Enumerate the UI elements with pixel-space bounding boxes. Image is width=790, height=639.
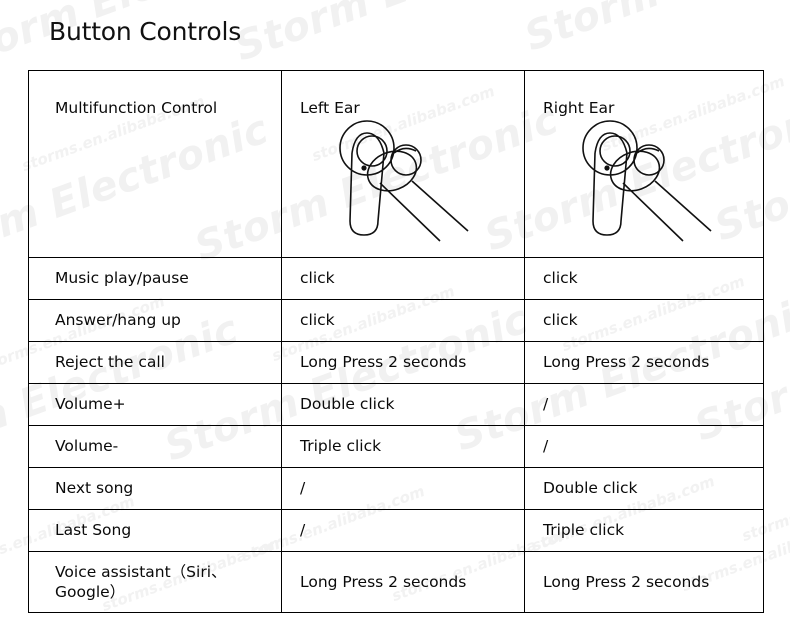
cell-left-ear: Double click bbox=[281, 383, 525, 426]
right-ear-action: / bbox=[543, 437, 549, 456]
function-label: Volume- bbox=[55, 437, 119, 456]
left-ear-action: / bbox=[300, 479, 306, 498]
earbud-touch-illustration bbox=[563, 113, 723, 253]
left-ear-action: / bbox=[300, 521, 306, 540]
left-ear-action: Double click bbox=[300, 395, 395, 414]
function-label: Voice assistant（Siri、Google） bbox=[55, 562, 227, 601]
cell-left-ear: / bbox=[281, 509, 525, 552]
cell-left-ear: Long Press 2 seconds bbox=[281, 551, 525, 613]
function-label: Volume+ bbox=[55, 395, 126, 414]
function-label: Answer/hang up bbox=[55, 311, 181, 330]
cell-left-ear: Long Press 2 seconds bbox=[281, 341, 525, 384]
left-ear-action: Triple click bbox=[300, 437, 382, 456]
cell-left-ear: / bbox=[281, 467, 525, 510]
left-ear-action: Long Press 2 seconds bbox=[300, 572, 467, 591]
table-row: Volume+ Double click / bbox=[28, 383, 764, 426]
table-row: Music play/pause click click bbox=[28, 257, 764, 300]
right-ear-action: Triple click bbox=[543, 521, 625, 540]
right-ear-action: Double click bbox=[543, 479, 638, 498]
right-ear-action: click bbox=[543, 269, 578, 288]
cell-function: Answer/hang up bbox=[28, 299, 282, 342]
cell-function: Last Song bbox=[28, 509, 282, 552]
column-header-label: Right Ear bbox=[543, 99, 615, 117]
right-ear-action: / bbox=[543, 395, 549, 414]
earbud-touch-illustration bbox=[320, 113, 480, 253]
cell-function: Reject the call bbox=[28, 341, 282, 384]
right-ear-action: Long Press 2 seconds bbox=[543, 353, 710, 372]
table-row: Volume- Triple click / bbox=[28, 425, 764, 468]
cell-right-ear: / bbox=[524, 425, 764, 468]
cell-right-ear: Double click bbox=[524, 467, 764, 510]
cell-right-ear: click bbox=[524, 299, 764, 342]
header-cell-right-ear: Right Ear bbox=[524, 70, 764, 258]
cell-left-ear: click bbox=[281, 299, 525, 342]
cell-right-ear: / bbox=[524, 383, 764, 426]
table-row: Reject the call Long Press 2 seconds Lon… bbox=[28, 341, 764, 384]
cell-function: Voice assistant（Siri、Google） bbox=[28, 551, 282, 613]
function-label: Music play/pause bbox=[55, 269, 189, 288]
cell-right-ear: Long Press 2 seconds bbox=[524, 551, 764, 613]
cell-left-ear: click bbox=[281, 257, 525, 300]
right-ear-action: click bbox=[543, 311, 578, 330]
table-row: Last Song / Triple click bbox=[28, 509, 764, 552]
cell-function: Next song bbox=[28, 467, 282, 510]
cell-function: Music play/pause bbox=[28, 257, 282, 300]
cell-right-ear: Triple click bbox=[524, 509, 764, 552]
cell-right-ear: Long Press 2 seconds bbox=[524, 341, 764, 384]
header-cell-function: Multifunction Control bbox=[28, 70, 282, 258]
cell-right-ear: click bbox=[524, 257, 764, 300]
table-row: Next song / Double click bbox=[28, 467, 764, 510]
button-controls-table: Multifunction Control Left Ear bbox=[28, 70, 764, 613]
table-row: Voice assistant（Siri、Google） Long Press … bbox=[28, 551, 764, 613]
table-row: Answer/hang up click click bbox=[28, 299, 764, 342]
left-ear-action: click bbox=[300, 269, 335, 288]
page-title: Button Controls bbox=[49, 17, 242, 46]
left-ear-action: click bbox=[300, 311, 335, 330]
left-ear-action: Long Press 2 seconds bbox=[300, 353, 467, 372]
column-header-label: Multifunction Control bbox=[55, 99, 218, 117]
cell-function: Volume- bbox=[28, 425, 282, 468]
function-label: Next song bbox=[55, 479, 134, 498]
function-label: Reject the call bbox=[55, 353, 165, 372]
column-header-label: Left Ear bbox=[300, 99, 360, 117]
right-ear-action: Long Press 2 seconds bbox=[543, 572, 710, 591]
table-header-row: Multifunction Control Left Ear bbox=[28, 70, 764, 258]
header-cell-left-ear: Left Ear bbox=[281, 70, 525, 258]
function-label: Last Song bbox=[55, 521, 132, 540]
cell-function: Volume+ bbox=[28, 383, 282, 426]
cell-left-ear: Triple click bbox=[281, 425, 525, 468]
